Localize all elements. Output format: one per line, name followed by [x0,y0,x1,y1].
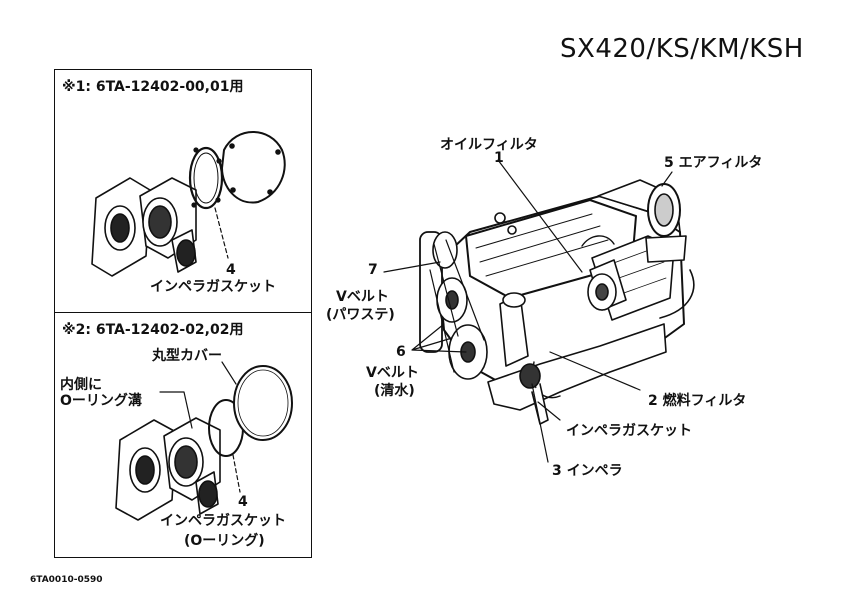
inset-2-gasket-label-line2: (Oーリング) [184,533,265,549]
inset-1-heading: ※1: 6TA-12402-00,01用 [62,79,244,95]
inset-box-2 [54,312,312,558]
round-cover-2 [233,365,293,441]
engine-illustration [419,179,695,425]
impeller-gasket-label: インペラガスケット [566,423,692,439]
vbelt-coolant-number: 6 [396,344,406,360]
vbelt-powersteering-number: 7 [368,262,378,278]
impeller-cover-1 [221,131,286,204]
vbelt-powersteering-label-line1: Vベルト [336,289,389,305]
impeller-housing-2 [115,417,221,521]
inset-2-gasket-label-line1: インペラガスケット [160,513,286,529]
vbelt-coolant-label-line2: (清水) [374,383,415,399]
round-cover-label: 丸型カバー [152,348,222,364]
impeller-label: 3 インペラ [552,463,623,479]
oil-filter-label: オイルフィルタ [440,137,538,153]
inset-1-gasket-label: インペラガスケット [150,279,276,295]
vbelt-powersteering-label-line2: (パワステ) [326,307,395,323]
o-ring-groove-label-line2: Oーリング溝 [60,393,142,409]
page-title: SX420/KS/KM/KSH [560,34,804,64]
o-ring-groove-label-line1: 内側に [60,377,102,393]
air-filter-label: 5 エアフィルタ [664,155,763,171]
inset-1-part-number: 4 [226,262,236,278]
figure-code: 6TA0010-0590 [30,575,103,585]
inset-2-heading: ※2: 6TA-12402-02,02用 [62,322,244,338]
inset-2-part-number: 4 [238,494,248,510]
vbelt-coolant-label-line1: Vベルト [366,365,419,381]
fuel-filter-label: 2 燃料フィルタ [648,393,747,409]
impeller-gasket-1 [188,146,224,210]
oil-filter-number: 1 [494,150,504,166]
impeller-housing-1 [91,177,197,277]
